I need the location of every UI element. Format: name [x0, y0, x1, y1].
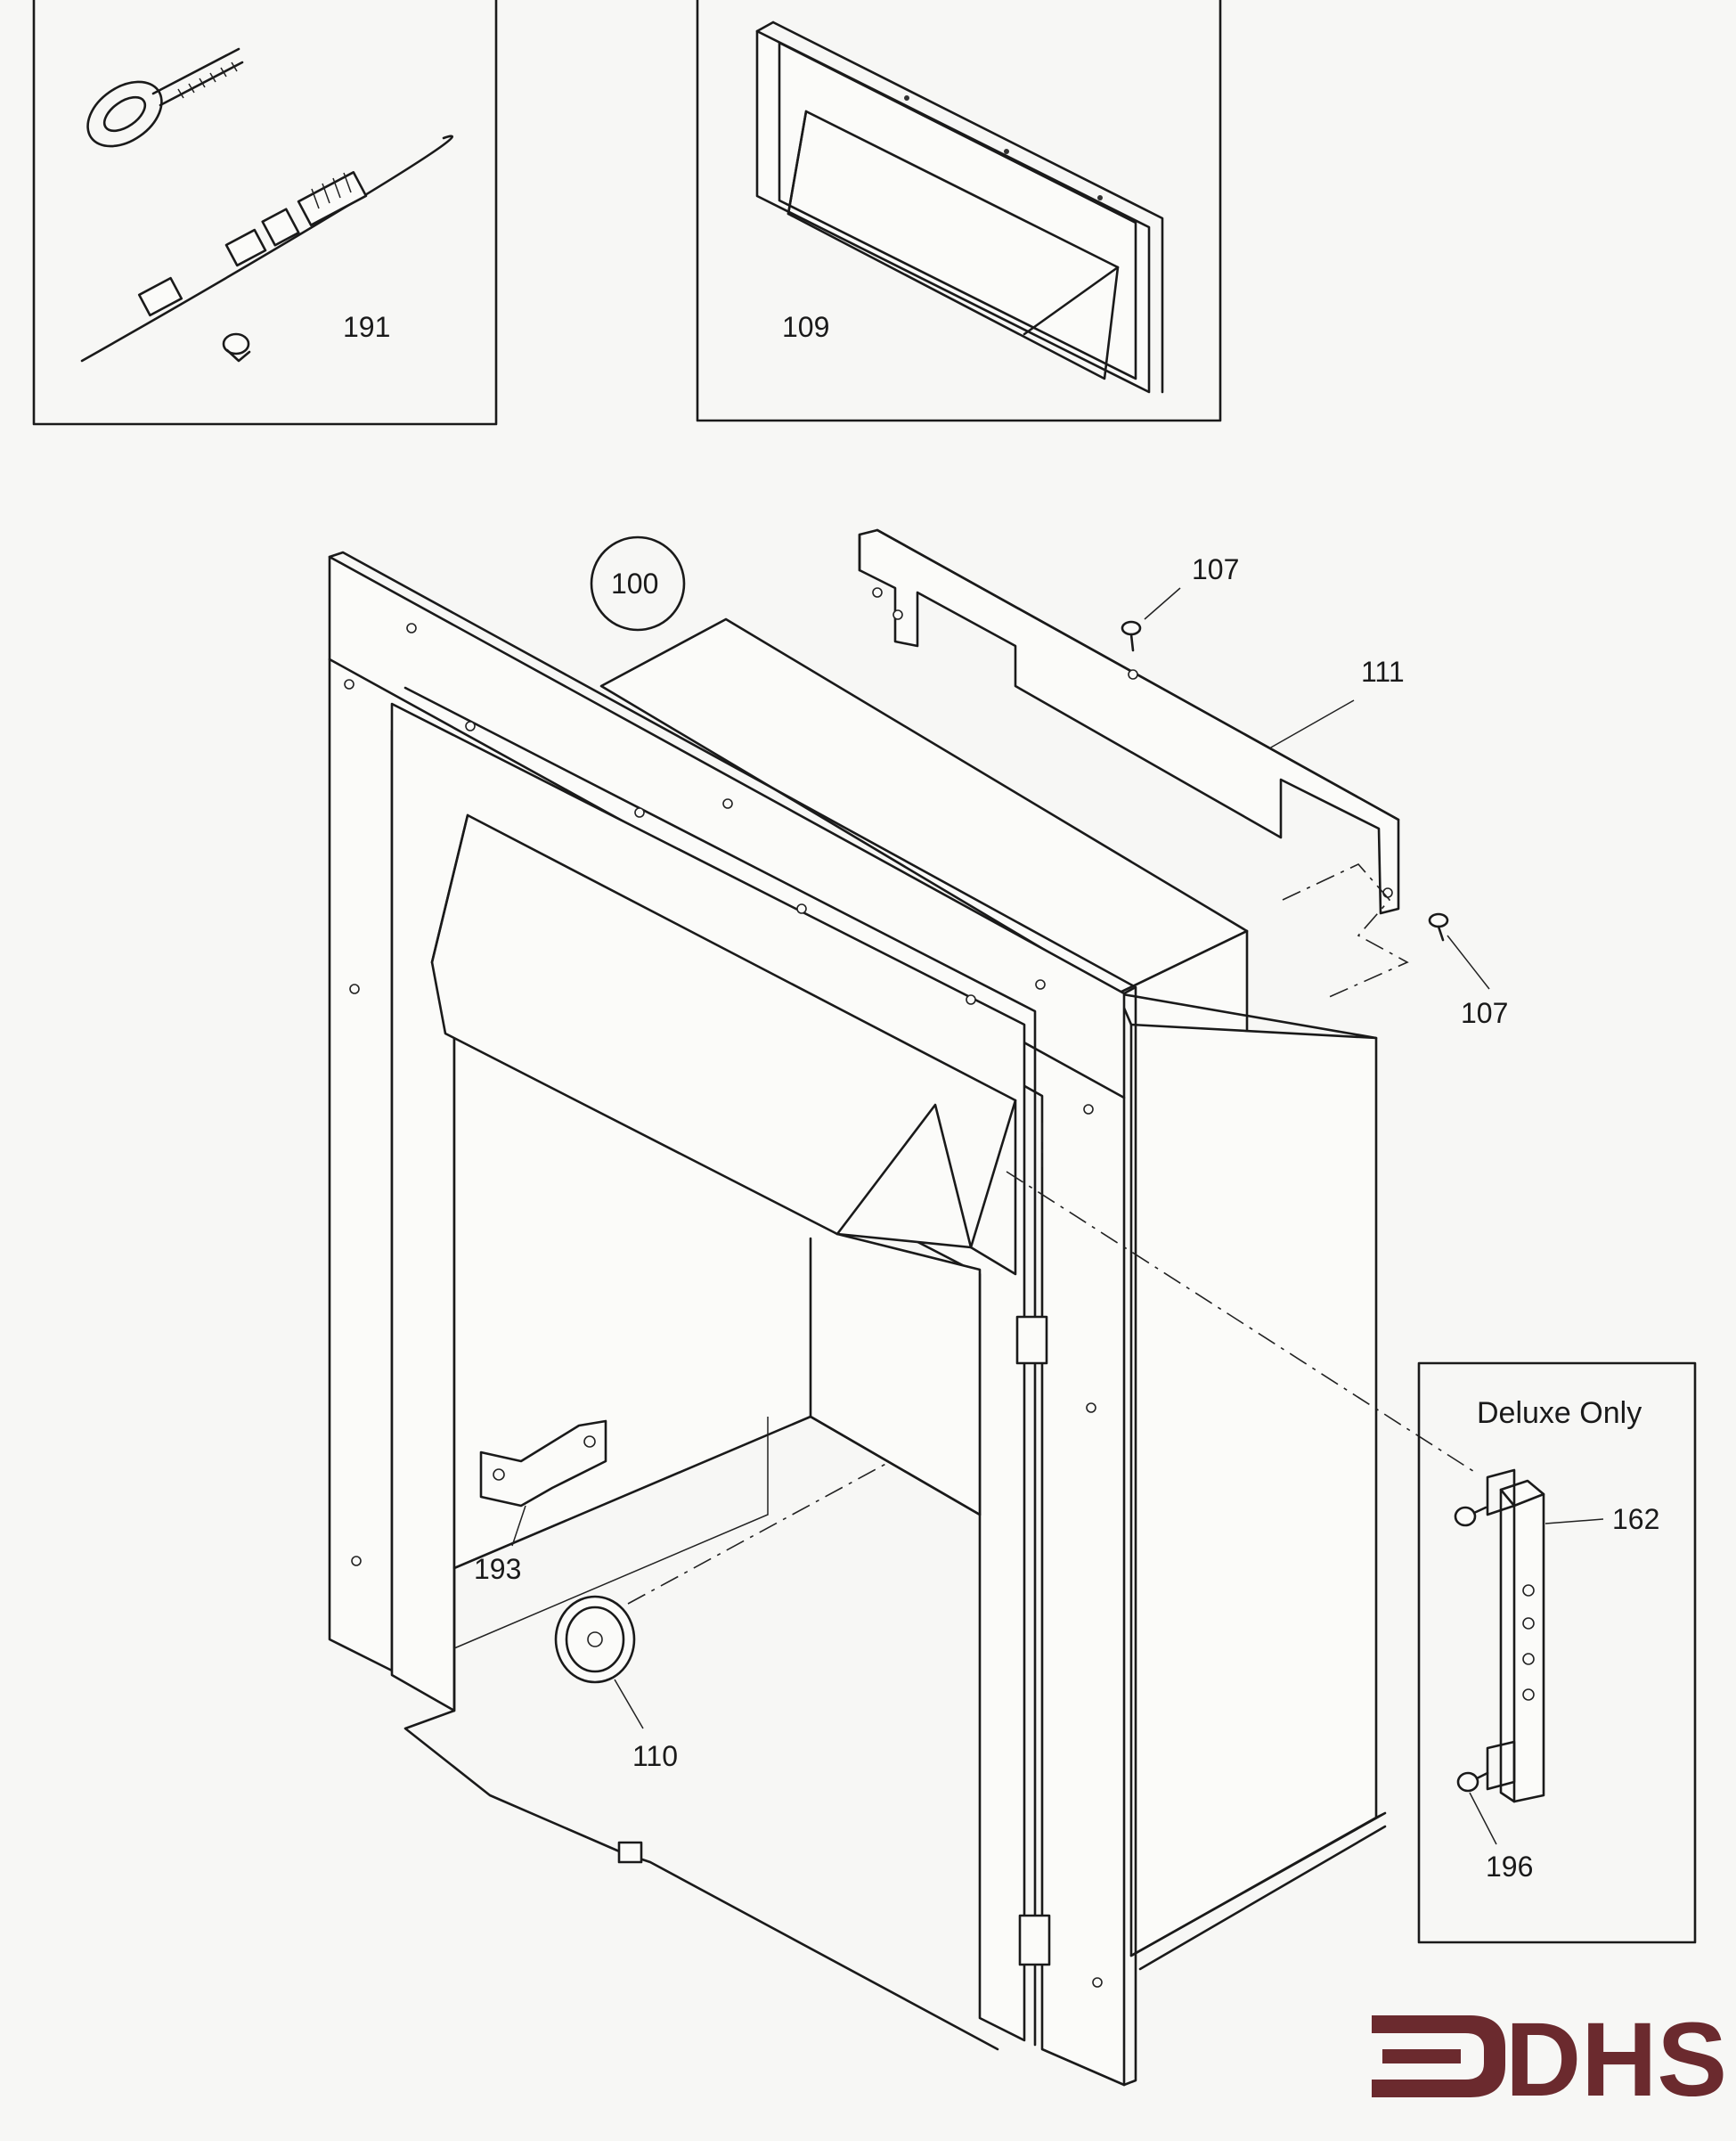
inset-box-191: 191 — [32, 0, 498, 426]
bracket-111 — [858, 528, 1400, 915]
cable-fitting-icon — [80, 135, 453, 363]
label-109: 109 — [782, 311, 829, 343]
label-107-right: 107 — [1461, 997, 1508, 1029]
dhs-logo-text: DHS — [1505, 2001, 1727, 2119]
pulley-110 — [554, 1595, 636, 1684]
label-107-top: 107 — [1192, 553, 1239, 585]
screw-107-top — [1121, 620, 1142, 652]
inset-box-109: 109 — [696, 0, 1222, 422]
eye-screw-icon — [86, 47, 244, 148]
clip-193 — [479, 1419, 607, 1508]
control-panel-162 — [1486, 1468, 1545, 1803]
screw-107-right — [1428, 912, 1449, 942]
label-111: 111 — [1361, 656, 1405, 688]
label-196: 196 — [1486, 1851, 1533, 1883]
deluxe-only-box: Deluxe Only 162 196 — [1417, 1361, 1697, 1944]
deluxe-only-title: Deluxe Only — [1477, 1396, 1642, 1430]
screw-196-bottom — [1456, 1771, 1489, 1793]
label-193: 193 — [474, 1553, 521, 1585]
assembly-label-circle — [590, 535, 686, 632]
label-100: 100 — [611, 568, 658, 600]
firebox-assembly: 100 193 — [328, 528, 1508, 2087]
label-162: 162 — [1612, 1503, 1659, 1535]
label-110: 110 — [632, 1740, 678, 1772]
dhs-logo: DHS — [1372, 2001, 1727, 2119]
dhs-logo-mark — [1372, 2015, 1505, 2097]
screw-196-top — [1454, 1506, 1487, 1527]
vent-duct-icon — [755, 20, 1164, 394]
label-191: 191 — [343, 311, 390, 343]
